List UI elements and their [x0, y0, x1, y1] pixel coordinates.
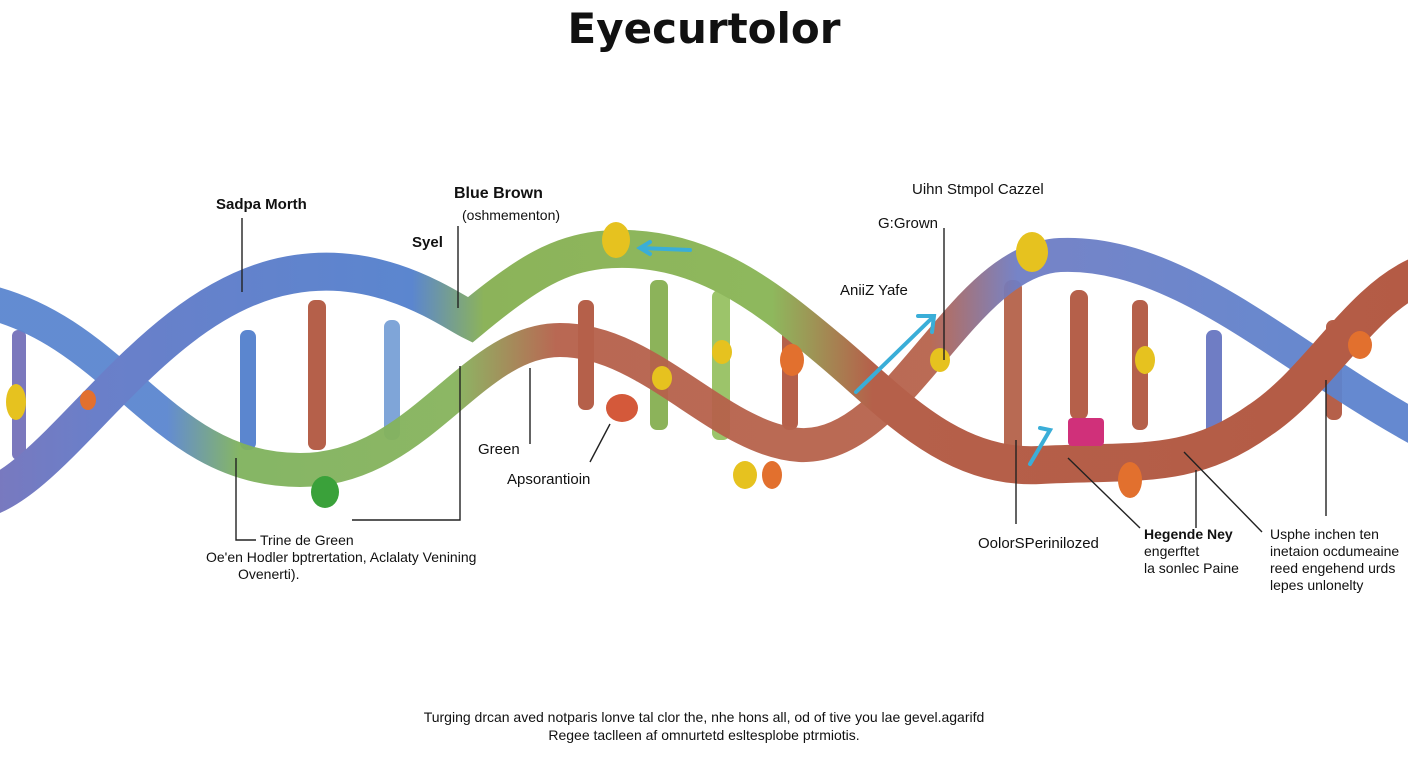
- rung: [1070, 290, 1088, 420]
- leader-line-hegende: [1067, 457, 1141, 529]
- orange-nucleotide: [1118, 462, 1142, 498]
- yellow-nucleotide: [6, 384, 26, 420]
- yellow-nucleotide: [1135, 346, 1155, 374]
- yellow-nucleotide: [652, 366, 672, 390]
- leader-line-usphe: [1183, 451, 1263, 533]
- usphe-line-1: Usphe inchen ten: [1270, 526, 1379, 542]
- label-hegende-ney: Hegende Ney engerftet la sonlec Paine: [1144, 526, 1239, 577]
- yellow-nucleotide: [1016, 232, 1048, 272]
- usphe-line-4: lepes unlonelty: [1270, 577, 1364, 593]
- diagram-title: Eyecurtolor: [567, 4, 841, 53]
- label-ggrown: G:Grown: [878, 215, 939, 232]
- label-apsorantioin: Apsorantioin: [507, 471, 591, 488]
- rung: [1206, 330, 1222, 440]
- green-nucleotide: [311, 476, 339, 508]
- leader-line-trine: [235, 458, 256, 541]
- leader-lines: [235, 218, 1327, 541]
- yellow-nucleotide: [712, 340, 732, 364]
- orange-nucleotide: [780, 344, 804, 376]
- leader-line-apsorantioin: [589, 423, 611, 463]
- label-aniiz-yafe: AniiZ Yafe: [840, 282, 908, 299]
- arrow-marker: [636, 240, 692, 256]
- footer-line-1: Turging drcan aved notparis lonve tal cl…: [423, 709, 985, 725]
- trine-line-3: Ovenerti).: [238, 566, 300, 582]
- arrow-marker: [1028, 426, 1054, 466]
- yellow-nucleotide: [602, 222, 630, 258]
- cyan-arrows: [636, 240, 1054, 466]
- trine-line-1: Trine de Green: [260, 532, 354, 548]
- label-blue-brown-sub: (oshmementon): [462, 207, 561, 223]
- label-usphe-inchen: Usphe inchen ten inetaion ocdumeaine ree…: [1270, 526, 1399, 594]
- label-syel: Syel: [412, 234, 443, 251]
- label-uihn-stmpol-cazzel: Uihn Stmpol Cazzel: [912, 181, 1044, 198]
- yellow-nucleotide: [930, 348, 950, 372]
- label-sadpa-morth: Sadpa Morth: [216, 196, 307, 213]
- usphe-line-2: inetaion ocdumeaine: [1270, 543, 1400, 559]
- rung: [308, 300, 326, 450]
- orange-nucleotide: [762, 461, 782, 489]
- orange-nucleotide: [1348, 331, 1372, 359]
- trine-line-2: Oe'en Hodler bptrertation, Aclalaty Veni…: [206, 549, 477, 565]
- usphe-line-3: reed engehend urds: [1270, 560, 1396, 576]
- label-blue-brown: Blue Brown: [454, 185, 543, 202]
- footer-caption: Turging drcan aved notparis lonve tal cl…: [0, 708, 1408, 744]
- yellow-nucleotide: [733, 461, 757, 489]
- nucleotide-markers: [6, 222, 1372, 508]
- rung: [384, 320, 400, 440]
- arrow-marker: [854, 314, 937, 394]
- label-green: Green: [478, 441, 520, 458]
- orange-nucleotide: [80, 390, 96, 410]
- rung: [1004, 280, 1022, 470]
- rung: [240, 330, 256, 450]
- dna-strand-front: [0, 229, 1408, 514]
- label-trine-de-green: Trine de Green Oe'en Hodler bptrertation…: [206, 532, 476, 583]
- dna-strand-back: [0, 237, 1408, 488]
- hegende-line-3: la sonlec Paine: [1144, 560, 1239, 576]
- orange-nucleotide: [606, 394, 638, 422]
- footer-line-2: Regee taclleen af omnurtetd esltesplobe …: [548, 727, 860, 743]
- hegende-line-2: engerftet: [1144, 543, 1200, 559]
- leader-line-trine2: [352, 366, 461, 521]
- magenta-nucleotide: [1068, 418, 1104, 446]
- label-oolor-sperinilozed: OolorSPerinilozed: [978, 535, 1099, 552]
- hegende-line-1: Hegende Ney: [1144, 526, 1233, 542]
